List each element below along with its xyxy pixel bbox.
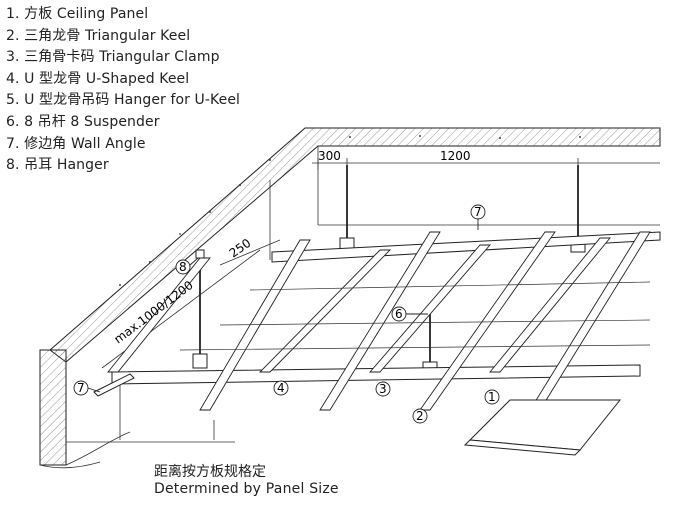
wall — [39, 349, 131, 469]
callout-label-2: 2 — [416, 409, 424, 423]
legend-item-u-keel-hanger: 5. U 型龙骨吊码 Hanger for U-Keel — [6, 92, 241, 109]
legend-item-triangular-clamp: 3. 三角骨卡码 Triangular Clamp — [6, 49, 220, 66]
caption-chinese: 距离按方板规格定 — [154, 464, 266, 480]
legend-item-wall-angle: 7. 修边角 Wall Angle — [6, 135, 146, 152]
dimension-300: 300 — [318, 149, 341, 163]
legend-item-suspender: 6. 8 吊杆 8 Suspender — [6, 113, 160, 130]
callout-label-1: 1 — [488, 390, 496, 404]
wall-angle — [93, 373, 135, 397]
callout-label-7-top: 7 — [474, 205, 482, 219]
callout-label-7-left: 7 — [77, 381, 85, 395]
dimension-1200: 1200 — [440, 149, 471, 163]
legend-item-ceiling-panel: 1. 方板 Ceiling Panel — [6, 6, 149, 22]
legend: 1. 方板 Ceiling Panel 2. 三角龙骨 Triangular K… — [6, 4, 240, 177]
triangular-keels — [107, 231, 651, 411]
suspender-rods — [199, 165, 579, 368]
legend-item-hanger: 8. 吊耳 Hanger — [6, 157, 109, 174]
legend-item-u-shaped-keel: 4. U 型龙骨 U-Shaped Keel — [6, 70, 190, 87]
callout-label-4: 4 — [277, 381, 285, 395]
caption-english: Determined by Panel Size — [154, 481, 339, 497]
callout-label-8: 8 — [179, 260, 187, 274]
legend-item-triangular-keel: 2. 三角龙骨 Triangular Keel — [6, 27, 191, 44]
ceiling-panel — [463, 399, 622, 456]
dimension-lines — [66, 158, 660, 443]
u-shaped-keels — [111, 231, 661, 385]
callout-label-3: 3 — [379, 382, 387, 396]
grid-lines — [179, 281, 651, 351]
callout-label-6: 6 — [395, 307, 403, 321]
callouts — [73, 204, 500, 424]
